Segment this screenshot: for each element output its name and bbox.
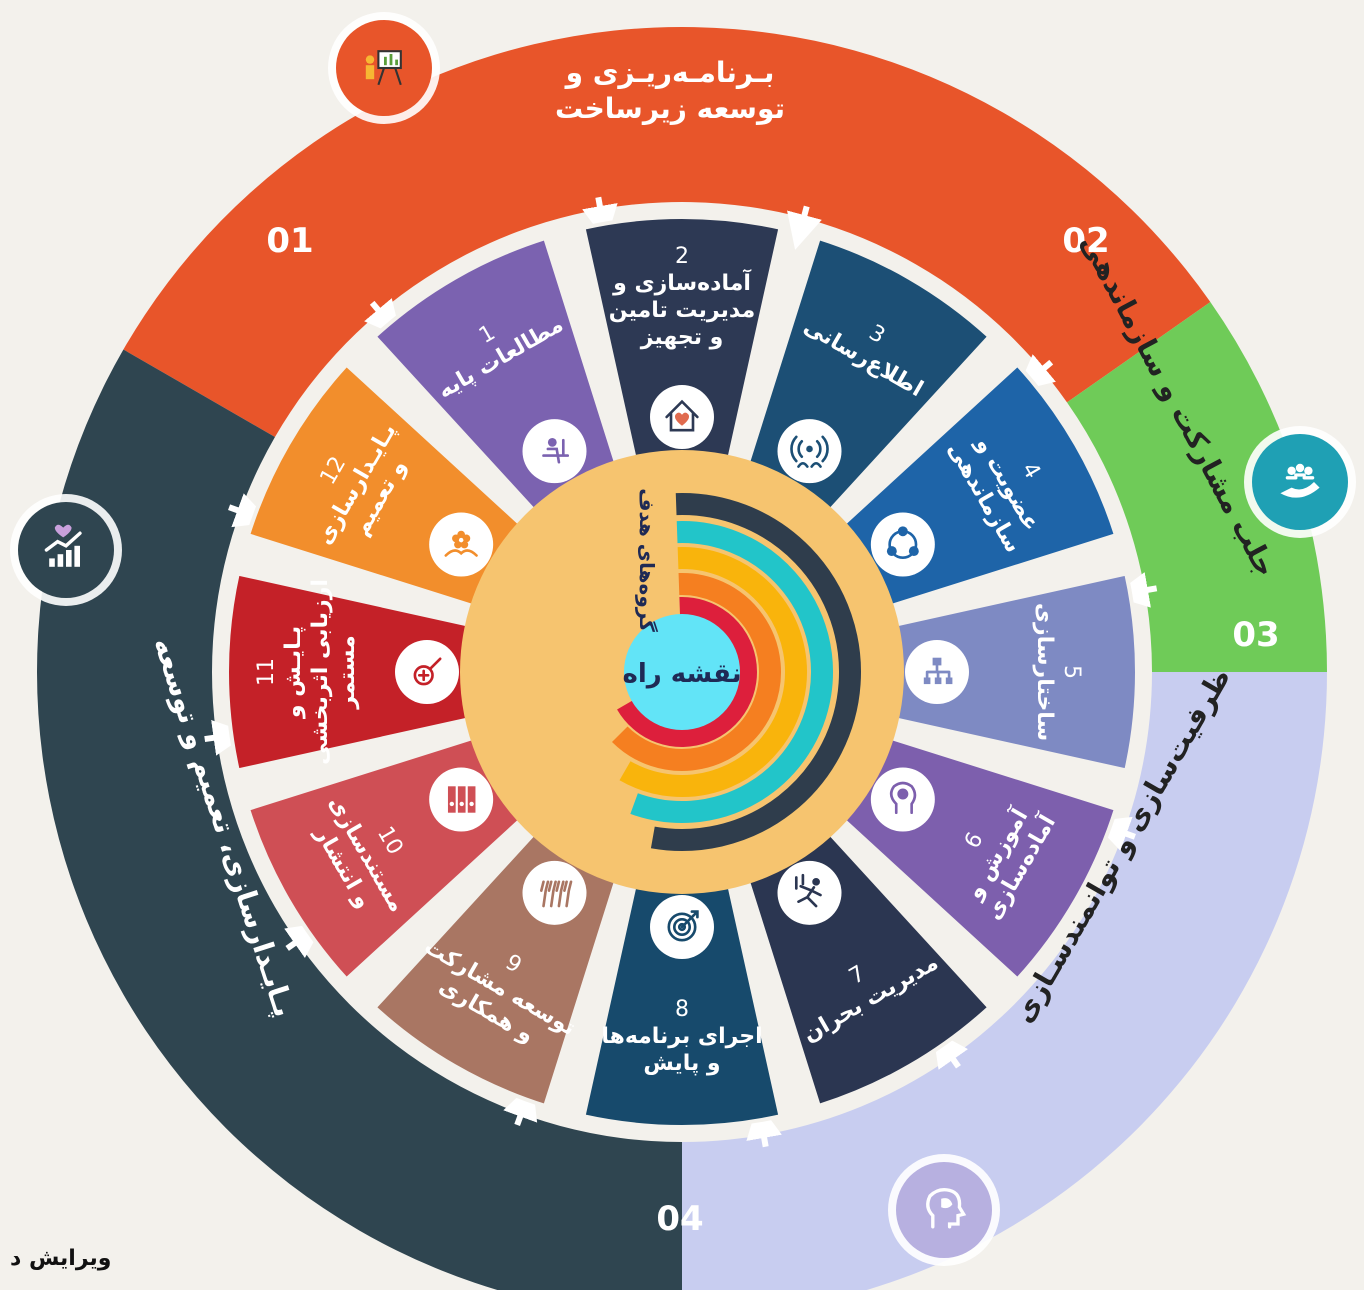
target-group-arc	[612, 573, 781, 771]
helping-hand-icon	[1244, 426, 1356, 538]
target-group-arc	[650, 493, 861, 851]
org-chart-icon	[905, 640, 969, 704]
connector-arrow	[284, 922, 325, 959]
broadcast-icon	[777, 419, 842, 484]
step-6: 6آموزش وآماده‌سازی	[827, 730, 1118, 982]
magnifier-plus-icon	[395, 640, 459, 704]
step-label-11: 11پـایـش وارزیابی اثربخشیمستمر	[254, 579, 360, 765]
growth-chart-icon	[10, 494, 122, 606]
step-4: 4عضویت وسازماندهی	[827, 362, 1118, 614]
step-5: 5ساختارسازی	[875, 571, 1139, 773]
connector-arrow	[228, 493, 272, 528]
footer-text: ویرایش د	[10, 1246, 112, 1271]
brain-head-icon	[870, 767, 935, 832]
home-heart-icon	[650, 385, 714, 449]
presentation-icon	[328, 12, 440, 124]
phase-band-03	[682, 672, 1327, 1290]
step-label-5: 5ساختارسازی	[1032, 603, 1084, 741]
target-icon	[650, 895, 714, 959]
target-group-arc	[630, 521, 833, 823]
connector-arrow	[204, 720, 250, 756]
connector-arrow	[787, 205, 822, 250]
team-cycle-icon	[870, 512, 935, 577]
handshake-flower-icon	[429, 512, 494, 577]
connector-arrow	[503, 1082, 538, 1126]
connector-arrow	[1092, 816, 1136, 851]
center-label: نقشه راه	[623, 659, 742, 689]
connector-arrow	[932, 1029, 969, 1070]
binders-icon	[429, 767, 494, 832]
step-3: 3اطلاع‌رسانی	[740, 236, 992, 527]
phase-number-03: 03	[1232, 615, 1279, 655]
step-12: 12پـایـدارسازیو تعمیم	[246, 362, 537, 614]
connector-arrow	[746, 1102, 782, 1148]
phase-number-04: 04	[656, 1199, 703, 1239]
connector-arrow	[1112, 572, 1158, 608]
hub-center	[624, 614, 740, 730]
connector-arrow	[364, 298, 402, 338]
connector-arrow	[1016, 354, 1056, 392]
step-10: 10مستندسازیو انتشار	[246, 730, 537, 982]
step-9: 9توسعه مشارکتو همکاری	[372, 817, 624, 1108]
step-1: 1مطالعات پایه	[372, 236, 624, 527]
step-11: 11پـایـش وارزیابی اثربخشیمستمر	[225, 571, 489, 773]
phase-band-01	[123, 27, 1211, 438]
target-group-arc	[617, 597, 757, 747]
phase-number-02: 02	[1062, 221, 1109, 261]
connector-arrow	[582, 196, 618, 242]
phase-band-04	[37, 349, 682, 1290]
phase-number-01: 01	[266, 221, 313, 261]
falling-person-icon	[777, 860, 842, 925]
phase-band-02	[1067, 302, 1327, 672]
head-mind-icon	[888, 1154, 1000, 1266]
target-groups-label: گروه‌های هدف	[635, 488, 659, 632]
center-hub: نقشه راه گروه‌های هدف	[460, 450, 904, 894]
study-desk-icon	[522, 419, 587, 484]
raised-hands-icon	[522, 860, 587, 925]
target-group-arc	[619, 547, 807, 797]
